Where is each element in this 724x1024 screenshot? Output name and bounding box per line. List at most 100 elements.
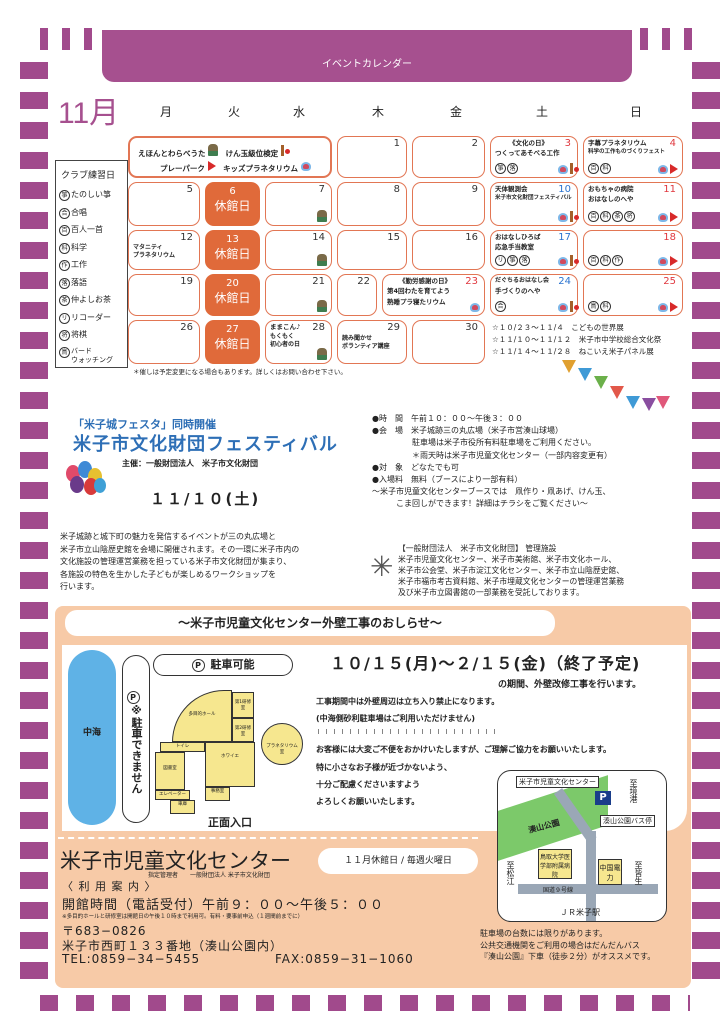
day-number: 26	[180, 322, 193, 333]
festival-pretitle: 「米子城フェスタ」同時開催	[73, 418, 216, 431]
club-mark: 科	[600, 163, 611, 174]
day-cell[interactable]: 30	[412, 320, 485, 364]
day-number: 13	[226, 234, 239, 245]
legend-item: 鳥バード ウォッチング	[59, 346, 124, 365]
day-cell[interactable]: 14	[265, 230, 332, 270]
fax: FAX:0859−31−1060	[275, 952, 414, 966]
day-number: 6	[229, 186, 236, 197]
club-mark: 合	[495, 301, 506, 312]
club-mark: 落	[519, 255, 530, 266]
day-cell[interactable]: 2	[412, 136, 485, 178]
legend-label: たのしい箏	[71, 190, 111, 199]
day-number: 21	[312, 276, 325, 287]
address: 米子市西町１３３番地（湊山公園内）	[62, 939, 284, 953]
club-mark: 将	[624, 211, 635, 222]
day-number: 25	[663, 276, 676, 287]
day-cell[interactable]: 22	[337, 274, 377, 316]
day-number: 15	[387, 232, 400, 243]
planetarium-icon	[558, 257, 568, 266]
kendama-icon	[280, 145, 290, 156]
club-mark: リ	[59, 312, 70, 324]
closed-label: 休館日	[214, 247, 251, 261]
hospital-label: 鳥取大学医学部附属病院	[538, 849, 572, 879]
planetarium-icon	[658, 165, 668, 174]
legend-item: 百百人一首	[59, 224, 124, 236]
playpark-label: プレーパーク	[160, 164, 205, 173]
club-mark: 落	[59, 277, 70, 289]
room-planetarium: プラネタリウム室	[261, 723, 303, 765]
road	[586, 831, 596, 921]
day-cell[interactable]: 19	[128, 274, 200, 316]
event-label: 米子市文化財団フェスティバル	[495, 195, 572, 202]
closed-day-cell[interactable]: 13 休館日	[205, 230, 260, 270]
day-cell[interactable]: 5	[128, 182, 200, 226]
legend-label: 落語	[71, 277, 87, 287]
club-mark: 百	[588, 211, 599, 222]
wavy-underline	[316, 729, 496, 734]
day-number: 20	[226, 278, 239, 289]
planetarium-icon	[658, 213, 668, 222]
legend-label: 将棋	[71, 330, 87, 339]
flag-icon	[670, 302, 678, 312]
phone: TEL:0859−34−5455	[62, 952, 201, 966]
day-number: 10	[558, 184, 571, 195]
day-number: 9	[471, 184, 478, 195]
divider	[58, 837, 478, 839]
day-number: 7	[318, 184, 325, 195]
notice-line: (中海側砂利駐車場はご利用いただけません)	[316, 714, 476, 723]
day-cell[interactable]: 16	[412, 230, 485, 270]
day-cell[interactable]: 7	[265, 182, 332, 226]
day-cell[interactable]: 23《勤労感謝の日》第4回わたを育てよう熟睡プラ寝たリウム	[382, 274, 485, 316]
usage-guide-heading: 〈 利 用 案 内 〉	[62, 880, 157, 893]
day-cell[interactable]: 8	[337, 182, 407, 226]
day-cell[interactable]: 3《文化の日》つくってあそべる工作箏落	[490, 136, 579, 178]
notice-line: お客様には大変ご不便をおかけいたしますが、ご理解ご協力をお願いいたします。	[316, 745, 612, 754]
flag-icon	[670, 212, 678, 222]
book-icon	[317, 300, 327, 312]
day-cell[interactable]: 21	[265, 274, 332, 316]
direction-label: 至松江	[506, 861, 515, 885]
event-label: おはなしのへや	[588, 195, 634, 204]
exhibit-item: ☆１０/２３～１１/４ こどもの世界展	[492, 323, 624, 332]
legend-label: 工作	[71, 260, 87, 269]
club-mark: 落	[507, 163, 518, 174]
planetarium-icon	[558, 213, 568, 222]
planetarium-icon	[300, 162, 311, 171]
room-office: 事務室	[205, 787, 230, 801]
room-toilet: トイレ	[160, 742, 205, 752]
day-cell[interactable]: 15	[337, 230, 407, 270]
club-mark: 将	[59, 330, 70, 341]
notice-line: 十分ご配慮くださいますよう	[316, 780, 420, 789]
event-label: だぐちるおはなし会	[495, 277, 550, 284]
day-cell[interactable]: 1	[337, 136, 407, 178]
day-cell[interactable]: 26	[128, 320, 200, 364]
room-training-2: 第2研修室	[232, 718, 254, 742]
day-number: 28	[312, 322, 325, 333]
day-number: 5	[186, 184, 193, 195]
kendama-label: けん玉級位検定	[225, 149, 279, 158]
sea-label: 中海	[68, 650, 116, 825]
road	[518, 884, 658, 894]
day-cell[interactable]: 9	[412, 182, 485, 226]
flag-icon	[207, 161, 216, 171]
day-number: 11	[663, 184, 676, 195]
legend-item: 箏たのしい箏	[59, 189, 124, 201]
day-number: 12	[180, 232, 193, 243]
flag-icon	[670, 256, 678, 266]
exhibit-item: ☆１１/１０～１１/１２ 米子市中学校総合文化祭	[492, 335, 662, 344]
room-foyer: ホワイエ	[205, 742, 255, 787]
